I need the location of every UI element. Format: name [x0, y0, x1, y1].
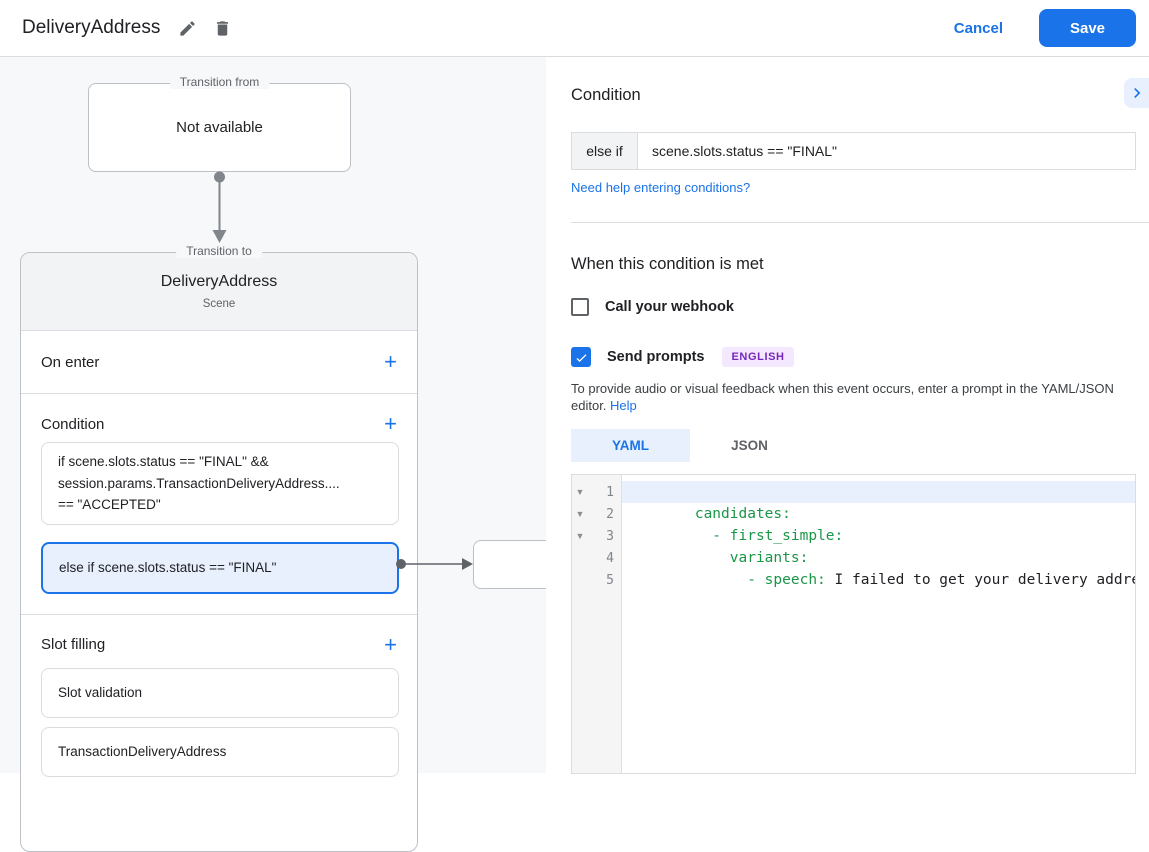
- condition-section: Condition + if scene.slots.status == "FI…: [21, 394, 417, 615]
- fold-arrow-icon[interactable]: ▼: [575, 531, 585, 541]
- page-title: DeliveryAddress: [22, 17, 161, 38]
- condition-elseif-text: else if scene.slots.status == "FINAL": [59, 560, 277, 575]
- line-number: 5: [606, 572, 614, 588]
- condition-expression-input[interactable]: [638, 133, 1135, 169]
- prompts-description: To provide audio or visual feedback when…: [571, 380, 1131, 414]
- yaml-value: I failed to get your delivery address: [834, 572, 1135, 588]
- condition-elseif-item-selected[interactable]: else if scene.slots.status == "FINAL": [41, 541, 399, 594]
- call-webhook-row[interactable]: Call your webhook: [571, 298, 734, 316]
- line-number: 3: [606, 528, 614, 544]
- tab-yaml[interactable]: YAML: [571, 429, 690, 462]
- yaml-key: - speech:: [694, 572, 835, 588]
- condition-label: Condition: [41, 415, 105, 433]
- editor-content: candidates: - first_simple: variants: - …: [622, 475, 1135, 773]
- line-number: 4: [606, 550, 614, 566]
- condition-expression-row: else if: [571, 132, 1136, 170]
- delete-scene-button[interactable]: [209, 15, 236, 42]
- panel-divider: [571, 222, 1149, 223]
- gutter-line: ▼ 2: [572, 503, 621, 525]
- prompts-checkbox-checked[interactable]: [571, 347, 591, 367]
- connector-dot-top: [214, 171, 225, 183]
- code-line: - speech: I failed to get your delivery …: [622, 547, 1135, 588]
- trash-icon: [213, 19, 232, 38]
- gutter-line: 5: [572, 569, 621, 591]
- condition-if-line1: if scene.slots.status == "FINAL" &&: [58, 454, 269, 469]
- condition-if-line2: session.params.TransactionDeliveryAddres…: [58, 475, 340, 491]
- gutter-line: ▼ 1: [572, 481, 621, 503]
- tab-json[interactable]: JSON: [690, 429, 809, 462]
- send-prompts-row[interactable]: Send prompts ENGLISH: [571, 347, 794, 367]
- slot-filling-section: Slot filling + Slot validation Transacti…: [21, 615, 417, 797]
- collapse-panel-button[interactable]: [1124, 78, 1149, 108]
- language-badge: ENGLISH: [722, 347, 794, 367]
- yaml-key: candidates:: [694, 506, 791, 522]
- pencil-icon: [178, 19, 197, 38]
- condition-if-item[interactable]: if scene.slots.status == "FINAL" && sess…: [41, 442, 399, 525]
- yaml-key: - first_simple:: [694, 528, 844, 544]
- condition-if-line3: == "ACCEPTED": [58, 497, 161, 512]
- condition-detail-panel: Condition else if Need help entering con…: [546, 57, 1149, 774]
- editor-gutter: ▼ 1 ▼ 2 ▼ 3 4 5: [572, 475, 622, 773]
- line-number: 1: [606, 484, 614, 500]
- webhook-checkbox-unchecked[interactable]: [571, 298, 589, 316]
- prompts-description-text: To provide audio or visual feedback when…: [571, 381, 1114, 413]
- gutter-line: ▼ 3: [572, 525, 621, 547]
- add-condition-button[interactable]: +: [380, 413, 401, 435]
- slot-filling-label: Slot filling: [41, 636, 106, 653]
- scene-card-header: DeliveryAddress Scene: [21, 253, 417, 331]
- cancel-button[interactable]: Cancel: [953, 19, 1003, 37]
- slot-validation-item[interactable]: Slot validation: [41, 667, 399, 718]
- on-enter-section: On enter +: [21, 331, 417, 394]
- checkmark-icon: [574, 350, 589, 365]
- conditions-help-link[interactable]: Need help entering conditions?: [571, 180, 751, 195]
- slot-filling-header: Slot filling +: [21, 631, 417, 659]
- on-enter-label: On enter: [41, 353, 100, 371]
- when-condition-met-title: When this condition is met: [571, 255, 764, 273]
- line-number: 2: [606, 506, 614, 522]
- scene-type: Scene: [202, 298, 236, 310]
- fold-arrow-icon[interactable]: ▼: [575, 487, 585, 497]
- add-on-enter-button[interactable]: +: [380, 351, 401, 373]
- panel-title: Condition: [571, 86, 641, 104]
- webhook-label: Call your webhook: [605, 299, 734, 315]
- arrowhead-down-icon: [212, 230, 227, 243]
- yaml-key: variants:: [694, 550, 809, 566]
- gutter-line: 4: [572, 547, 621, 569]
- editor-tabs: YAML JSON: [571, 429, 809, 462]
- add-slot-button[interactable]: +: [380, 633, 401, 655]
- arrowhead-right-icon: [462, 558, 473, 570]
- slot-validation-label: Slot validation: [58, 685, 143, 700]
- transition-to-label: Transition to: [176, 244, 262, 258]
- save-button[interactable]: Save: [1039, 9, 1136, 47]
- slot-transaction-label: TransactionDeliveryAddress: [58, 744, 227, 759]
- scene-name: DeliveryAddress: [160, 273, 278, 290]
- prompts-help-link[interactable]: Help: [610, 398, 637, 413]
- prompts-label: Send prompts: [607, 349, 705, 365]
- fold-arrow-icon[interactable]: ▼: [575, 509, 585, 519]
- code-line: - first_simple:: [622, 503, 1135, 544]
- slot-transaction-item[interactable]: TransactionDeliveryAddress: [41, 726, 399, 777]
- condition-prefix-label: else if: [572, 133, 638, 169]
- transition-from-box: Transition from Not available: [88, 75, 351, 172]
- transition-from-label: Transition from: [169, 75, 270, 89]
- chevron-right-icon: [1127, 83, 1147, 103]
- scene-flow-canvas: Transition from Not available Transition…: [0, 57, 558, 852]
- code-line: candidates:: [622, 481, 1135, 522]
- condition-section-header: Condition +: [21, 410, 417, 438]
- transition-target-box: [473, 540, 558, 589]
- edit-title-button[interactable]: [174, 15, 201, 42]
- yaml-code-editor[interactable]: ▼ 1 ▼ 2 ▼ 3 4 5 candidates:: [571, 474, 1136, 774]
- top-bar: DeliveryAddress Cancel Save: [0, 0, 1149, 57]
- transition-from-value: Not available: [176, 119, 263, 136]
- scene-card: Transition to DeliveryAddress Scene On e…: [20, 244, 418, 852]
- code-line: variants:: [622, 525, 1135, 566]
